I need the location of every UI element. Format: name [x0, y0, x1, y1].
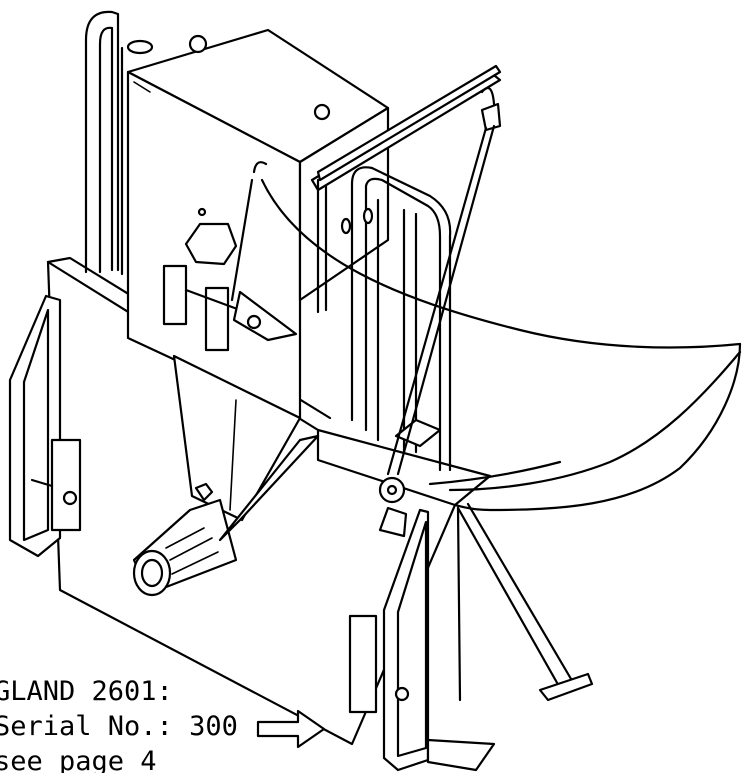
spring-tine — [260, 178, 742, 512]
pto-shaft — [132, 434, 320, 597]
arrow-right-icon — [256, 709, 326, 749]
caption: GLAND 2601: Serial No.: 300 see page 4 — [0, 676, 238, 773]
caption-line-serial: Serial No.: 300 — [0, 711, 238, 742]
caption-line-reference: see page 4 — [0, 746, 157, 773]
caption-line-model: GLAND 2601: — [0, 676, 173, 707]
hopper-cone — [172, 354, 302, 522]
right-side-plate — [348, 508, 496, 772]
boom-link — [378, 86, 502, 538]
right-frame — [310, 64, 502, 472]
left-tube-handle — [84, 10, 154, 276]
left-side-plate — [8, 294, 82, 558]
support-leg — [456, 502, 594, 702]
